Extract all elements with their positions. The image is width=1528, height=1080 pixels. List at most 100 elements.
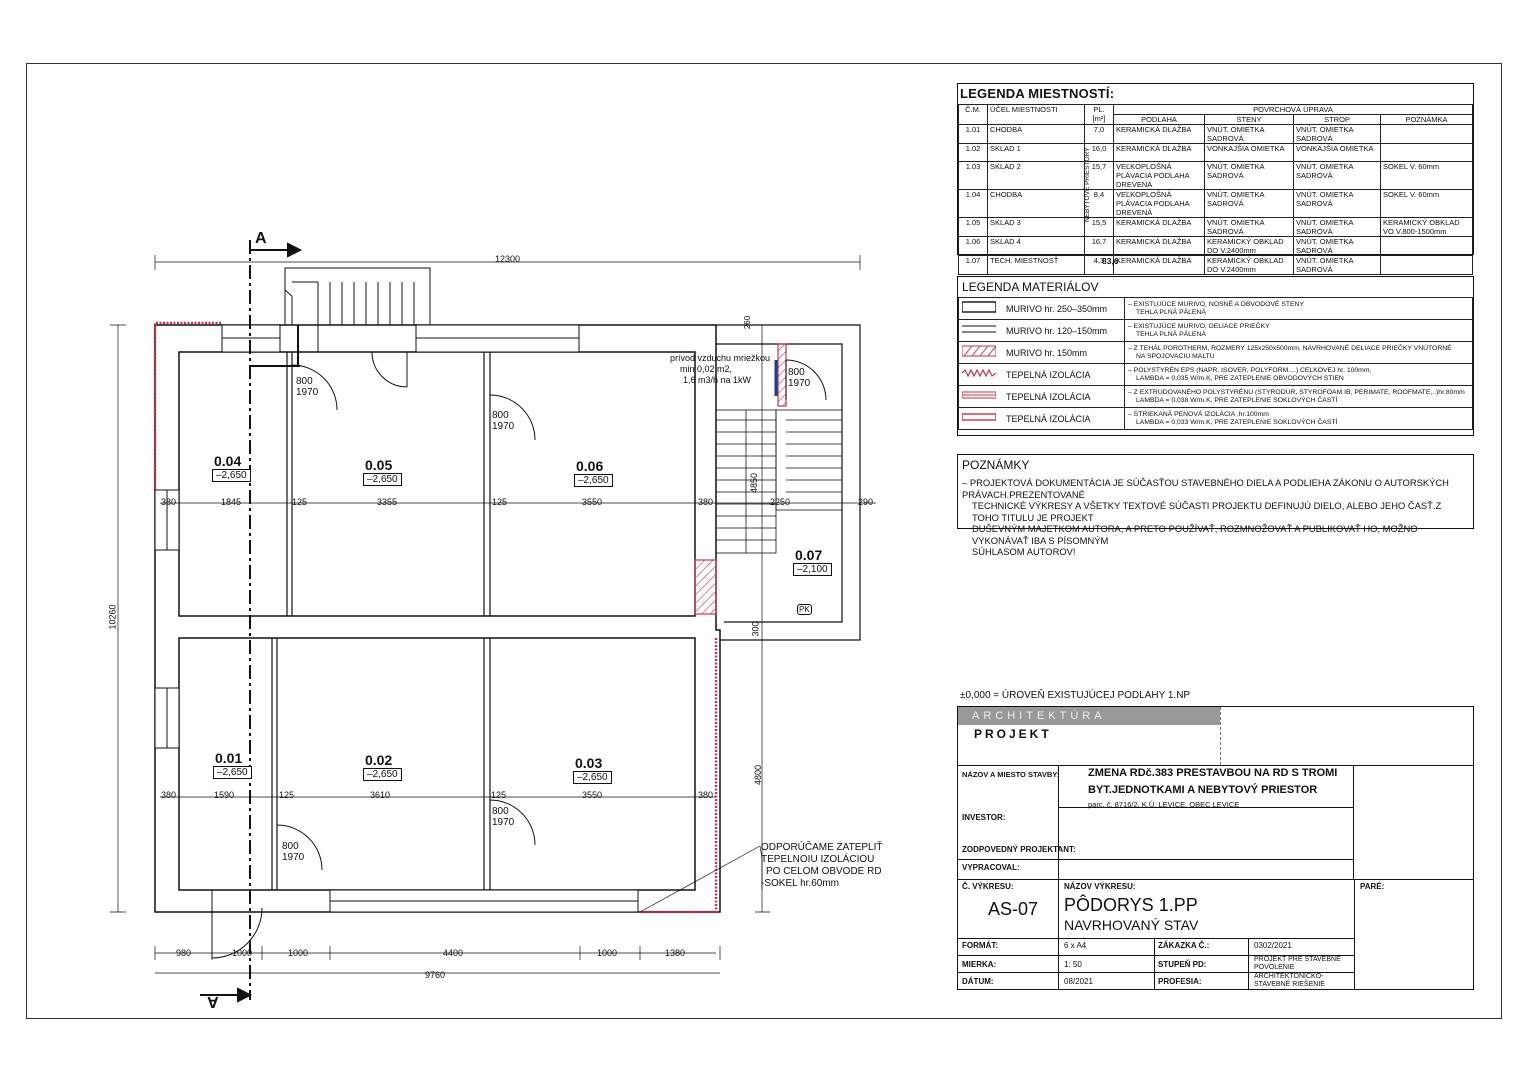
tb-rule2 xyxy=(1058,807,1354,808)
room-cell-floor: KERAMICKÁ DLAŽBA xyxy=(1113,217,1205,237)
format: 6 x A4 xyxy=(1064,941,1087,950)
dim-bottom: 4400 xyxy=(443,948,464,958)
project-name-1: ZMENA RDč.383 PRESTAVBOU NA RD S TROMI xyxy=(1088,767,1338,779)
tb-vrule4 xyxy=(1354,879,1355,989)
scale-label: MIERKA: xyxy=(962,960,997,969)
material-desc-2: NA SPOJOVACIU MALTU xyxy=(1136,352,1215,360)
profession-label: PROFESIA: xyxy=(1158,977,1202,986)
material-name: MURIVO hr. 120–150mm xyxy=(1003,319,1125,342)
material-name: MURIVO hr. 150mm xyxy=(1003,341,1125,364)
material-desc-1: – POLYSTYRÉN EPS (NAPR. ISOVER, POLYFORM… xyxy=(1128,366,1372,374)
dimension-lines xyxy=(110,255,876,974)
tb-vrule xyxy=(1058,765,1059,879)
room-cell-note xyxy=(1380,255,1473,275)
dim-row1: 290 xyxy=(858,497,874,507)
door-swings xyxy=(211,351,827,959)
material-row: TEPELNÁ IZOLÁCIA– STRIEKANÁ PENOVÁ IZOLÁ… xyxy=(958,407,1473,430)
material-name: MURIVO hr. 250–350mm xyxy=(1003,297,1125,320)
room-level: –2,650 xyxy=(363,768,402,781)
room-cell-walls: KERAMICKÝ OBKLAD DO V.2400mm xyxy=(1204,236,1294,256)
room-level: –2,650 xyxy=(574,474,613,487)
order-label: ZÁKAZKA Č.: xyxy=(1158,941,1210,950)
col-walls: STENY xyxy=(1204,114,1294,125)
material-swatch xyxy=(958,341,1003,364)
level-note: ±0,000 = ÚROVEŇ EXISTUJÚCEJ PODLAHY 1.NP xyxy=(960,690,1191,701)
format-label: FORMÁT: xyxy=(962,941,998,950)
room-cell-ceiling: VNÚT. OMIETKA SADROVÁ xyxy=(1293,189,1381,218)
material-name: TEPELNÁ IZOLÁCIA xyxy=(1003,407,1125,430)
dim-260: 260 xyxy=(743,315,753,330)
material-name: TEPELNÁ IZOLÁCIA xyxy=(1003,363,1125,386)
material-row: MURIVO hr. 120–150mm– EXISTUJÚCE MURIVO,… xyxy=(958,319,1473,342)
door-width: 800 xyxy=(492,410,509,421)
material-desc: – Z EXTRUDOVANÉHO POLYSTYRÉNU (STYRODUR,… xyxy=(1124,385,1473,408)
title-block: ARCHITEKTÚRA PROJEKT NÁZOV A MIESTO STAV… xyxy=(957,706,1474,990)
material-swatch xyxy=(958,407,1003,430)
material-legend-table: MURIVO hr. 250–350mm– EXISTUJÚCE MURIVO,… xyxy=(958,297,1473,430)
note-line: SÚHLASOM AUTOROV! xyxy=(972,546,1076,557)
door-height: 1970 xyxy=(788,378,811,389)
date-label: DÁTUM: xyxy=(962,977,994,986)
dim-row1: 125 xyxy=(292,497,308,507)
air-note-line: 1,6 m3/h na 1kW xyxy=(683,375,752,385)
dim-bottom: 1000 xyxy=(597,948,618,958)
pare-label: PARÉ: xyxy=(1360,882,1385,891)
room-legend: LEGENDA MIESTNOSTÍ: Č.M. ÚČEL MIESTNOSTI… xyxy=(957,83,1474,275)
room-cell-note: KERAMICKÝ OBKLAD VO V.800-1500mm xyxy=(1380,217,1473,237)
material-desc-2: LAMBDA = 0,033 W/m.K, PRE ZATEPLENIE SOK… xyxy=(1136,418,1338,426)
dim-row1: 380 xyxy=(161,497,177,507)
dim-row1: 3355 xyxy=(377,497,398,507)
dim-left: 10260 xyxy=(107,604,118,630)
tb-vrule6 xyxy=(1248,938,1249,989)
col-ceiling: STROP xyxy=(1293,114,1381,125)
col-finish: POVRCHOVÁ ÚPRAVA xyxy=(1113,104,1473,115)
material-desc: – POLYSTYRÉN EPS (NAPR. ISOVER, POLYFORM… xyxy=(1124,363,1473,386)
exterior-walls xyxy=(154,324,721,913)
order: 0302/2021 xyxy=(1254,941,1292,950)
material-desc-2: TEHLA PLNÁ PÁLENÁ xyxy=(1136,330,1206,338)
dim-row2: 125 xyxy=(279,790,295,800)
material-row: TEPELNÁ IZOLÁCIA– Z EXTRUDOVANÉHO POLYST… xyxy=(958,385,1473,408)
col-floor: PODLAHA xyxy=(1113,114,1205,125)
col-purpose: ÚČEL MIESTNOSTI xyxy=(987,104,1085,125)
material-desc-1: – Z TEHÁL POROTHERM, ROZMERY 125x250x500… xyxy=(1128,344,1452,352)
room-number: 0.05 xyxy=(365,457,393,473)
door-width: 800 xyxy=(788,367,805,378)
note-line: TECHNICKÉ VÝKRESY A VŠETKY TEXTOVÉ SÚČAS… xyxy=(972,500,1442,523)
material-desc: – Z TEHÁL POROTHERM, ROZMERY 125x250x500… xyxy=(1124,341,1473,364)
room-cell-cm: 1.04 xyxy=(958,189,988,218)
material-desc: – EXISTUJÚCE MURIVO, NOSNÉ A OBVODOVÉ ST… xyxy=(1124,297,1473,320)
room-level: –2,650 xyxy=(212,469,251,482)
brand-bottom: PROJEKT xyxy=(974,727,1052,741)
material-desc-1: – STRIEKANÁ PENOVÁ IZOLÁCIA ,hr.100mm xyxy=(1128,410,1269,418)
door-height: 1970 xyxy=(282,852,305,863)
room-cell-name: TECH. MIESTNOSŤ xyxy=(987,255,1085,275)
room-cell-name: CHODBA xyxy=(987,124,1085,144)
tb-vrule5 xyxy=(1154,938,1155,989)
scale: 1: 50 xyxy=(1064,960,1082,969)
room-number: 0.03 xyxy=(575,755,603,771)
stage-label: STUPEŇ PD: xyxy=(1158,960,1207,969)
room-cell-name: SKLAD 3 xyxy=(987,217,1085,237)
brand-top: ARCHITEKTÚRA xyxy=(958,707,1220,725)
room-number: 0.06 xyxy=(576,458,604,474)
room-cell-cm: 1.07 xyxy=(958,255,988,275)
dim-row2: 1590 xyxy=(214,790,235,800)
note-line: – PROJEKTOVÁ DOKUMENTÁCIA JE SÚČASŤOU ST… xyxy=(962,477,1449,500)
tb-vrule2 xyxy=(1353,765,1354,879)
room-cell-name: CHODBA xyxy=(987,189,1085,218)
room-cell-note xyxy=(1380,236,1473,256)
dim-row2: 125 xyxy=(491,790,507,800)
door-height: 1970 xyxy=(492,421,515,432)
room-cell-name: SKLAD 2 xyxy=(987,161,1085,190)
material-legend: LEGENDA MATERIÁLOV MURIVO hr. 250–350mm–… xyxy=(957,276,1474,436)
dim-row2: 380 xyxy=(698,790,714,800)
room-cell-ceiling: VONKAJŠIA OMIETKA xyxy=(1293,143,1381,162)
project-name-3: parc. č. 8716/2, K.Ú. LEVICE, OBEC LEVIC… xyxy=(1088,800,1240,809)
col-cm: Č.M. xyxy=(958,104,988,125)
insulation-note-line: -SOKEL hr.60mm xyxy=(761,878,839,889)
